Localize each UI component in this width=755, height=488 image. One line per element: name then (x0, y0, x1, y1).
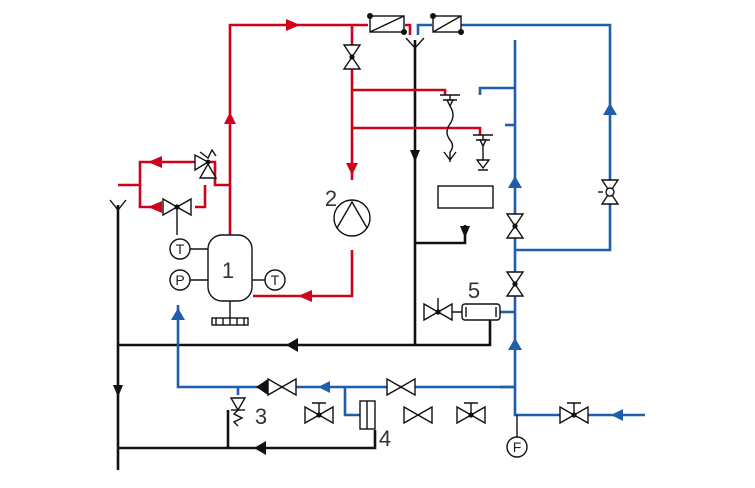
valve-cold-riser-lower (505, 271, 525, 297)
svg-text:T: T (176, 241, 185, 257)
valve-hot-vertical (342, 44, 362, 70)
taps (440, 94, 493, 171)
drain-lines (109, 37, 492, 470)
gauge-pressure: P (169, 269, 208, 291)
mixing-unit: 5 (440, 278, 501, 321)
label-mixing-unit: 5 (468, 278, 480, 303)
valve-hot-return (162, 197, 192, 235)
svg-text:F: F (513, 439, 522, 455)
valves (162, 13, 620, 425)
safety-valve: 3 (229, 397, 267, 429)
valve-cold-loop (598, 179, 620, 205)
svg-text:P: P (175, 272, 184, 288)
valve-cold-supply (386, 377, 416, 397)
valve-inlet-right (559, 402, 589, 425)
flow-meter: F (506, 415, 528, 458)
valve-tank-inlet (256, 377, 297, 397)
valve-relief-hot (194, 148, 218, 179)
valve-mixing-branch (423, 298, 453, 322)
hot-water-lines (118, 19, 482, 302)
valve-inlet-mid (456, 402, 486, 425)
label-tank: 1 (222, 258, 234, 283)
gauge-temp-right: T (252, 269, 286, 291)
label-safety-valve: 3 (255, 404, 267, 429)
cold-water-lines (171, 23, 645, 421)
tap-upper (440, 94, 460, 162)
label-pump: 2 (325, 186, 337, 211)
check-valve-top-right (430, 13, 464, 35)
svg-text:T: T (271, 272, 280, 288)
gauge-temp-upper: T (169, 238, 208, 260)
valve-inlet-left (403, 405, 433, 425)
filter: 4 (359, 400, 391, 451)
storage-tank: 1 (207, 234, 253, 326)
valve-cold-riser-upper (505, 213, 525, 239)
heater-box (437, 185, 494, 209)
label-filter: 4 (379, 426, 391, 451)
circulation-pump: 2 (325, 186, 371, 237)
check-valve-top-left (367, 13, 407, 35)
tap-lower (473, 134, 493, 171)
valve-cold-drain (304, 402, 334, 425)
